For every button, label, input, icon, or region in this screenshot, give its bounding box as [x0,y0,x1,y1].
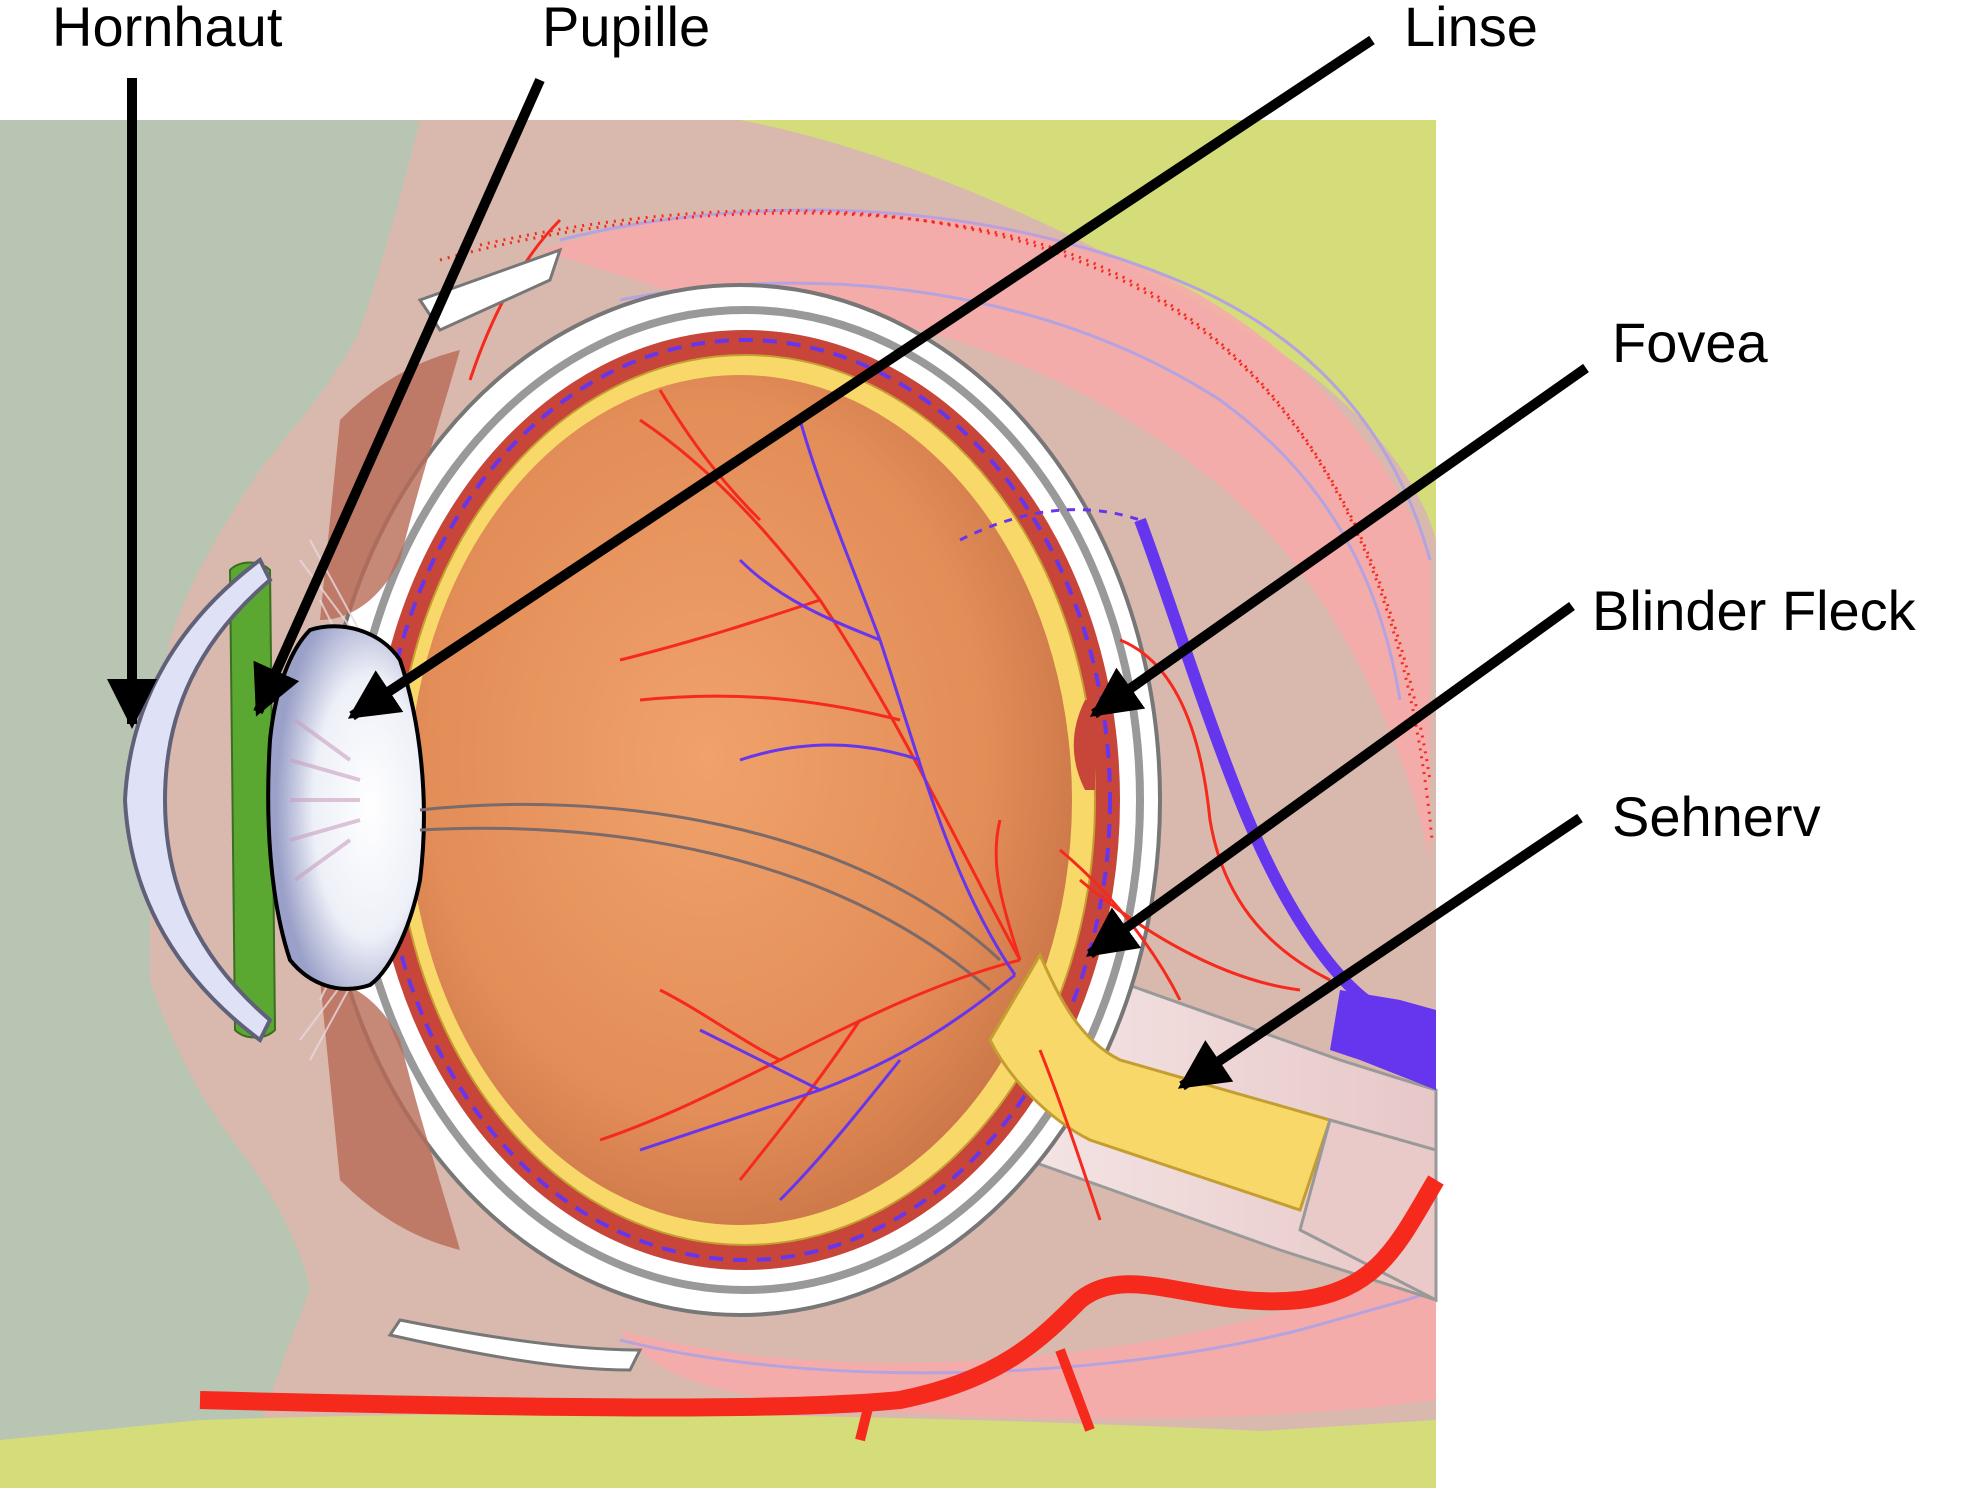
hyaloid-canal [419,802,1002,962]
label-cornea: Hornhaut [52,0,283,58]
arrow-optic-nerve [1177,813,1583,1091]
hyaloid-canal-2 [419,826,991,992]
vitreous-body [408,375,1072,1225]
dotted-vein [959,508,1141,542]
arrow-lens [347,35,1375,721]
optic-nerve-end [1298,1118,1438,1303]
inferior-muscle [620,1260,1436,1419]
label-fovea: Fovea [1612,311,1768,374]
retinal-arteries [599,389,1022,1181]
fovea-dip [1073,700,1095,790]
ciliary-body-lower [320,980,460,1250]
ophthalmic-vein [1134,517,1384,1016]
retinal-veins [639,419,1017,1202]
artery-branch-down [1055,1348,1095,1432]
vein-block [1330,990,1436,1090]
dotted-vessel-top [439,211,1432,781]
arrow-pupil [253,77,545,717]
skin-face [0,120,420,1450]
muscle-outline-mid [619,281,1402,701]
artery-branch-down-2 [855,1398,875,1442]
muscle-outline-top [559,208,1432,561]
superior-muscle [540,208,1430,860]
label-pupil: Pupille [542,0,710,58]
lower-eyelid [387,1318,643,1372]
lens-striations [289,718,361,882]
label-blind-spot: Blinder Fleck [1592,579,1917,642]
label-lens: Linse [1404,0,1538,58]
label-optic-nerve: Sehnerv [1612,785,1821,848]
arrow-blind-spot [1085,601,1575,959]
ciliary-body-upper [320,350,460,620]
ophthalmic-artery [199,1175,1444,1417]
pointer-arrows [107,35,1589,1091]
optic-nerve [988,951,1332,1212]
bone-bottom [0,1414,1436,1488]
arrow-fovea [1089,363,1589,719]
muscle-outline-bottom [619,1288,1437,1375]
